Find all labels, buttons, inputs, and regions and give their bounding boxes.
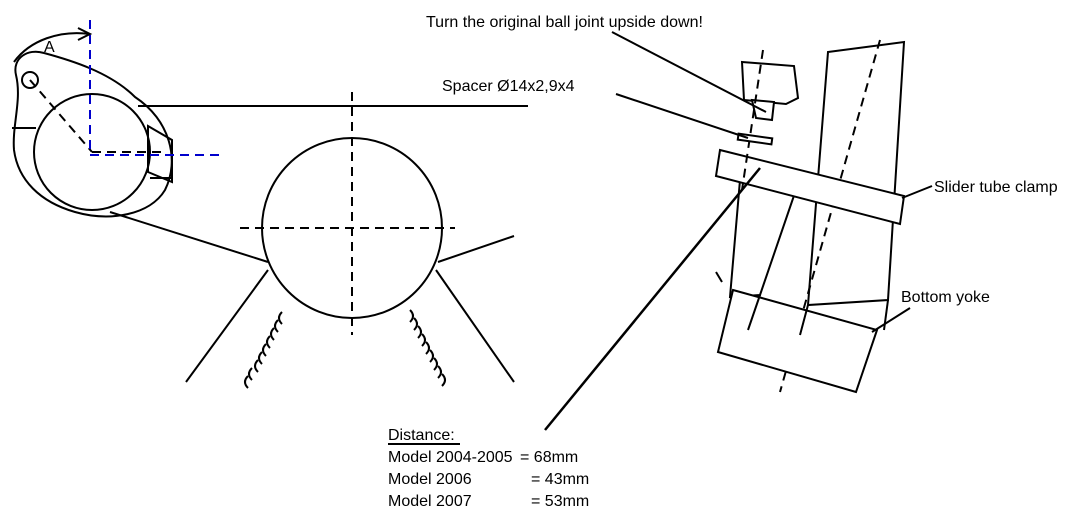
clamp-detail: A [12, 20, 528, 263]
distance-row-value: = 53mm [531, 493, 589, 510]
slider-tube-clamp [714, 148, 906, 226]
hatch-right [409, 309, 446, 387]
clamp-marker-label: A [44, 39, 55, 56]
distance-row-value: = 68mm [520, 449, 578, 466]
distance-heading: Distance: [388, 427, 455, 444]
angle-arc [13, 32, 91, 63]
slider-tube-clamp-label: Slider tube clamp [934, 179, 1058, 196]
upper-fork-tube [806, 40, 906, 307]
ball-joint-note: Turn the original ball joint upside down… [426, 14, 703, 31]
distance-row-model: Model 2006 [388, 471, 472, 488]
distance-row-model: Model 2004-2005 [388, 449, 513, 466]
fork-tube-section [185, 92, 515, 389]
spacer-label: Spacer Ø14x2,9x4 [442, 78, 575, 95]
leader-lines [544, 31, 933, 431]
distance-row-value: = 43mm [531, 471, 589, 488]
hatch-left [244, 311, 283, 389]
distance-table: Distance: Model 2004-2005 = 68mm Model 2… [388, 427, 589, 510]
bottom-yoke-label: Bottom yoke [901, 289, 990, 306]
ball-joint [740, 60, 800, 106]
fork-side-view [714, 39, 906, 394]
bottom-yoke [716, 288, 879, 394]
distance-row-model: Model 2007 [388, 493, 472, 510]
spacer [736, 132, 774, 146]
